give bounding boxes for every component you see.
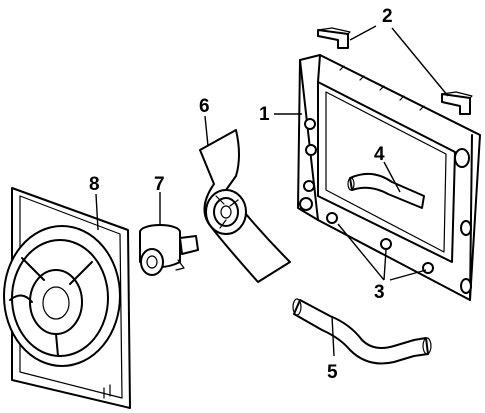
callout-8: 8 — [89, 174, 100, 195]
leader-2a — [349, 25, 377, 41]
callout-7: 7 — [154, 174, 165, 195]
leader-3c — [389, 269, 427, 281]
callout-1: 1 — [259, 104, 270, 125]
leader-lines — [95, 25, 449, 357]
leader-3a — [337, 223, 385, 281]
leader-3b — [383, 249, 387, 281]
radiator — [297, 54, 481, 301]
leader-5 — [331, 315, 335, 357]
leader-4 — [383, 161, 401, 193]
fan-motor — [139, 224, 199, 276]
callout-6: 6 — [199, 96, 210, 117]
bolt-1 — [326, 212, 338, 224]
callout-3: 3 — [374, 282, 385, 303]
leader-8 — [95, 193, 99, 231]
mounting-bracket-right — [441, 91, 473, 115]
leader-6 — [204, 115, 209, 147]
bolt-3 — [422, 262, 434, 274]
upper-hose — [347, 172, 425, 209]
callout-5: 5 — [327, 362, 338, 383]
fan-blade — [199, 129, 291, 283]
mounting-bracket-left — [317, 27, 351, 49]
callout-4: 4 — [374, 144, 385, 165]
fan-shroud — [3, 187, 131, 409]
bolt-2 — [380, 238, 392, 250]
callout-2: 2 — [382, 6, 393, 27]
leader-2b — [391, 27, 449, 97]
lower-hose — [292, 298, 432, 365]
